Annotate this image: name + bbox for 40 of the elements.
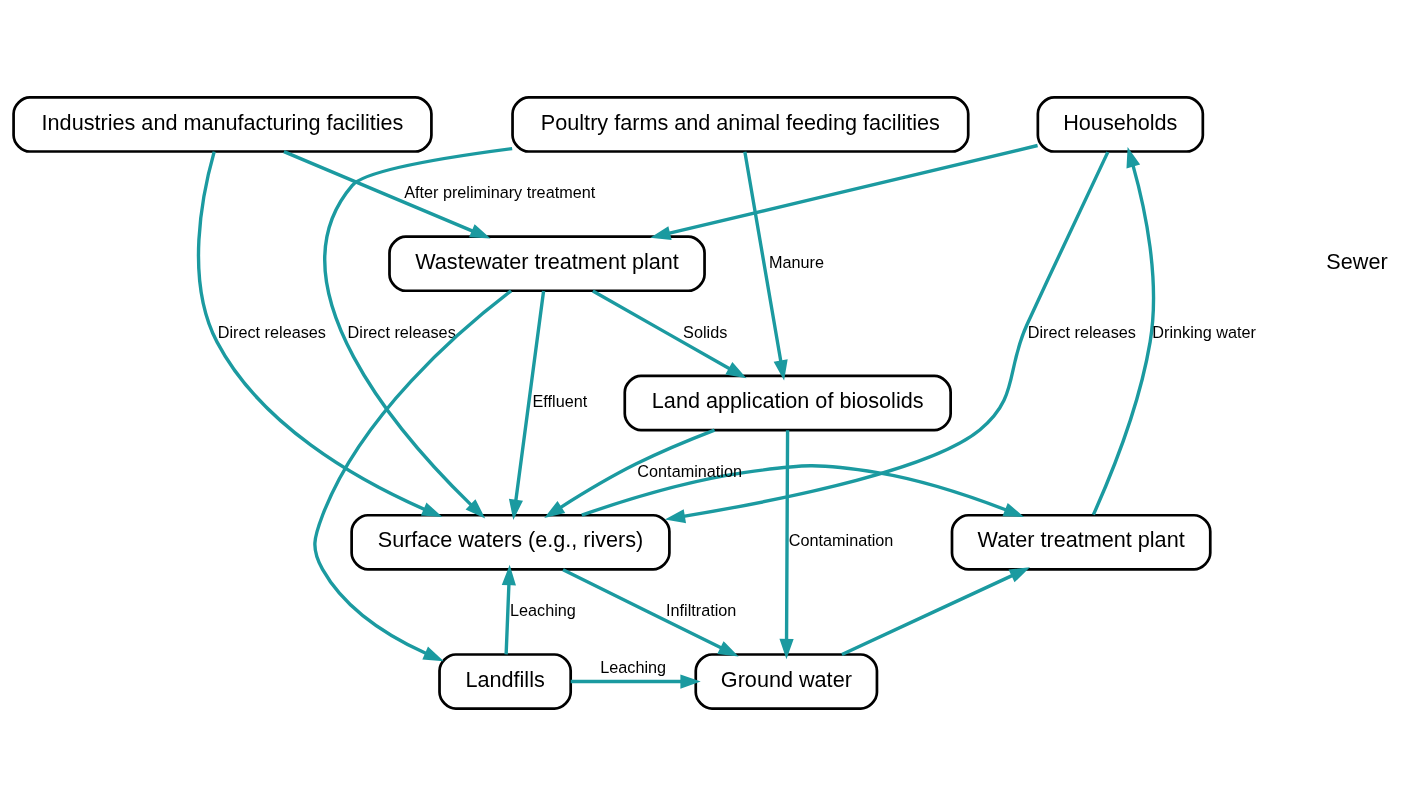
arrow xyxy=(313,289,513,661)
edge-label: Direct releases xyxy=(347,322,456,341)
edge-label: Leaching xyxy=(600,657,667,676)
arrow xyxy=(743,150,788,381)
node-box: Water treatment plant xyxy=(950,513,1212,571)
arrow xyxy=(779,429,794,659)
node-box: Households xyxy=(1036,95,1205,153)
arrow xyxy=(841,566,1030,656)
node-box: Industries and manufacturing facilities xyxy=(12,95,433,153)
node-box: Wastewater treatment plant xyxy=(388,234,706,292)
arrow xyxy=(1091,146,1156,515)
arrow xyxy=(664,150,1110,523)
node-box: Surface waters (e.g., rivers) xyxy=(350,513,671,571)
edge-label: Leaching xyxy=(510,600,576,619)
arrow xyxy=(508,290,546,520)
edge-label: Infiltration xyxy=(666,600,737,619)
edge-label: Effluent xyxy=(532,391,588,410)
arrow xyxy=(570,673,701,689)
edge-label: Manure xyxy=(769,252,824,271)
arrow xyxy=(196,150,443,517)
edge-label: Contamination xyxy=(788,530,894,549)
arrow xyxy=(323,146,513,518)
node-box: Poultry farms and animal feeding facilities xyxy=(511,95,970,153)
node-box: Land application of biosolids xyxy=(623,374,952,431)
node-box: Landfills xyxy=(438,652,573,710)
edge-label: Contamination xyxy=(637,461,742,480)
arrow xyxy=(650,143,1038,240)
edge-label: After preliminary treatment xyxy=(404,182,596,201)
node-box: Ground water xyxy=(694,652,879,710)
arrow xyxy=(592,289,747,378)
arrow xyxy=(562,567,739,657)
arrow xyxy=(544,428,716,518)
edge-label: Direct releases xyxy=(1027,322,1136,341)
edge-label: Drinking water xyxy=(1152,322,1257,341)
arrow xyxy=(581,463,1025,517)
arrow xyxy=(501,564,516,654)
arrow xyxy=(283,149,491,239)
edge-label: Solids xyxy=(683,322,728,341)
label: Sewer xyxy=(1326,248,1388,274)
edge-label: Direct releases xyxy=(217,322,326,341)
